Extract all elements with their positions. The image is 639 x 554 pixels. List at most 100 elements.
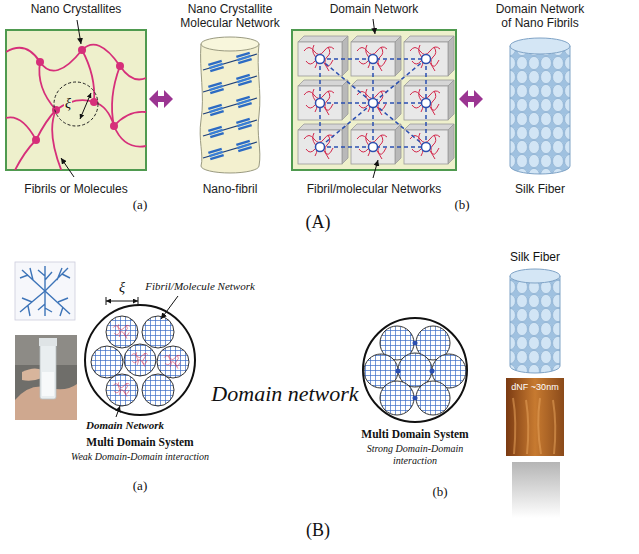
dendrite-image: [20, 268, 45, 291]
afm-image: [512, 462, 560, 518]
nano-fibril: [236, 118, 252, 131]
domain-circle: [363, 318, 467, 422]
figure-heading: Silk Fiber: [510, 250, 560, 264]
network-square: [54, 82, 98, 126]
dendrite-image: [45, 291, 70, 316]
system-title: Multi Domain System: [361, 428, 468, 442]
figure-panel: Nano Crystallite Molecular NetworkNano-f…: [174, 2, 286, 196]
domain-circle: [124, 344, 156, 376]
dendrite-image: [38, 266, 52, 291]
system-note: Strong Domain-Domain interaction: [359, 443, 471, 467]
network-square: [6, 30, 146, 172]
panel-letter: (A): [306, 212, 331, 234]
afm-image: [506, 378, 564, 518]
leader-line: [106, 296, 178, 417]
nano-fibril: [200, 37, 260, 173]
figure-caption: Nano-fibril: [174, 182, 286, 196]
silk-fiber: [510, 38, 570, 174]
dendrite-image: [38, 291, 52, 316]
leader-line: [77, 20, 81, 44]
panel-letter: (b): [432, 484, 447, 500]
network-square: [52, 106, 60, 114]
nano-fibril: [236, 74, 252, 87]
leader-line: [106, 297, 107, 305]
symbol-label: ξ: [64, 96, 72, 113]
domain-circle: [380, 381, 414, 415]
figure-panel: Domain Network of Nano FibrilsSilk Fiber: [484, 2, 596, 196]
dendrite-image: [45, 268, 70, 291]
leader-line: [373, 19, 375, 34]
afm-image: [553, 400, 555, 454]
domain-circle: [363, 318, 467, 422]
network-square: [78, 46, 86, 54]
domain-circle: [91, 316, 189, 406]
panel-letter: (a): [133, 197, 147, 213]
figure-panel: Domain NetworkFibril/molecular Networks: [290, 2, 458, 196]
dendrite-image: [15, 262, 75, 320]
network-square: [82, 50, 94, 102]
leader-line: [106, 301, 138, 302]
domain-square: [298, 124, 348, 164]
domain-square: [422, 143, 431, 152]
nano-fibril: [208, 82, 224, 95]
domain-circle: [164, 354, 181, 368]
network-square: [110, 122, 118, 130]
domain-square: [298, 80, 348, 120]
domain-square: [316, 55, 325, 64]
figure-panel: Nano CrystallitesFibrils or Molecules: [4, 2, 148, 196]
domain-circle: [142, 374, 174, 406]
domain-circle: [396, 369, 401, 374]
vial-photo: [15, 335, 77, 420]
afm-image: [538, 398, 541, 454]
domain-square: [369, 143, 378, 152]
nano-fibril: [208, 126, 224, 139]
double-arrow: [468, 96, 474, 102]
network-square: [6, 45, 146, 170]
silk-fiber: [510, 269, 560, 373]
domain-circle: [113, 382, 130, 396]
domain-square: [316, 99, 325, 108]
domain-square: [422, 99, 431, 108]
domain-circle: [430, 369, 435, 374]
leader-line: [138, 297, 139, 305]
nano-fibril: [236, 96, 252, 109]
afm-image: [513, 398, 555, 454]
domain-square: [404, 124, 454, 164]
domain-circle: [157, 346, 189, 378]
nano-fibril: [208, 60, 224, 73]
figure-heading: Domain Network: [290, 2, 458, 16]
dendrite-image: [20, 291, 45, 316]
dendrite-image: [20, 266, 70, 316]
domain-circle: [364, 326, 466, 415]
figure-heading: Nano Crystallites: [4, 2, 148, 16]
domain-square: [316, 143, 325, 152]
network-square: [39, 62, 56, 110]
vial-photo: [40, 341, 56, 399]
domain-square: [292, 30, 456, 170]
domain-square: [351, 36, 401, 76]
domain-circle: [113, 324, 130, 338]
domain-circle: [416, 381, 450, 415]
network-square: [6, 117, 36, 140]
domain-circle: [85, 305, 195, 415]
vial-photo: [22, 368, 42, 380]
leader-line: [61, 20, 81, 177]
network-square: [6, 45, 146, 80]
domain-square: [369, 55, 378, 64]
figure-heading: Domain Network of Nano Fibrils: [484, 2, 596, 31]
leader-line: [373, 19, 378, 178]
nano-fibril: [236, 140, 252, 153]
domain-square: [320, 59, 426, 147]
domain-circle: [396, 341, 435, 401]
system-note: Weak Domain-Domain interaction: [71, 451, 209, 463]
callout-label: Domain Network: [86, 419, 164, 432]
leader-line: [373, 160, 378, 178]
leader-line: [61, 158, 74, 177]
domain-square: [320, 59, 426, 147]
double-arrow: [158, 96, 164, 102]
figure-caption: Fibrils or Molecules: [4, 182, 148, 196]
panel-letter: (a): [133, 478, 147, 494]
domain-square: [320, 59, 426, 147]
